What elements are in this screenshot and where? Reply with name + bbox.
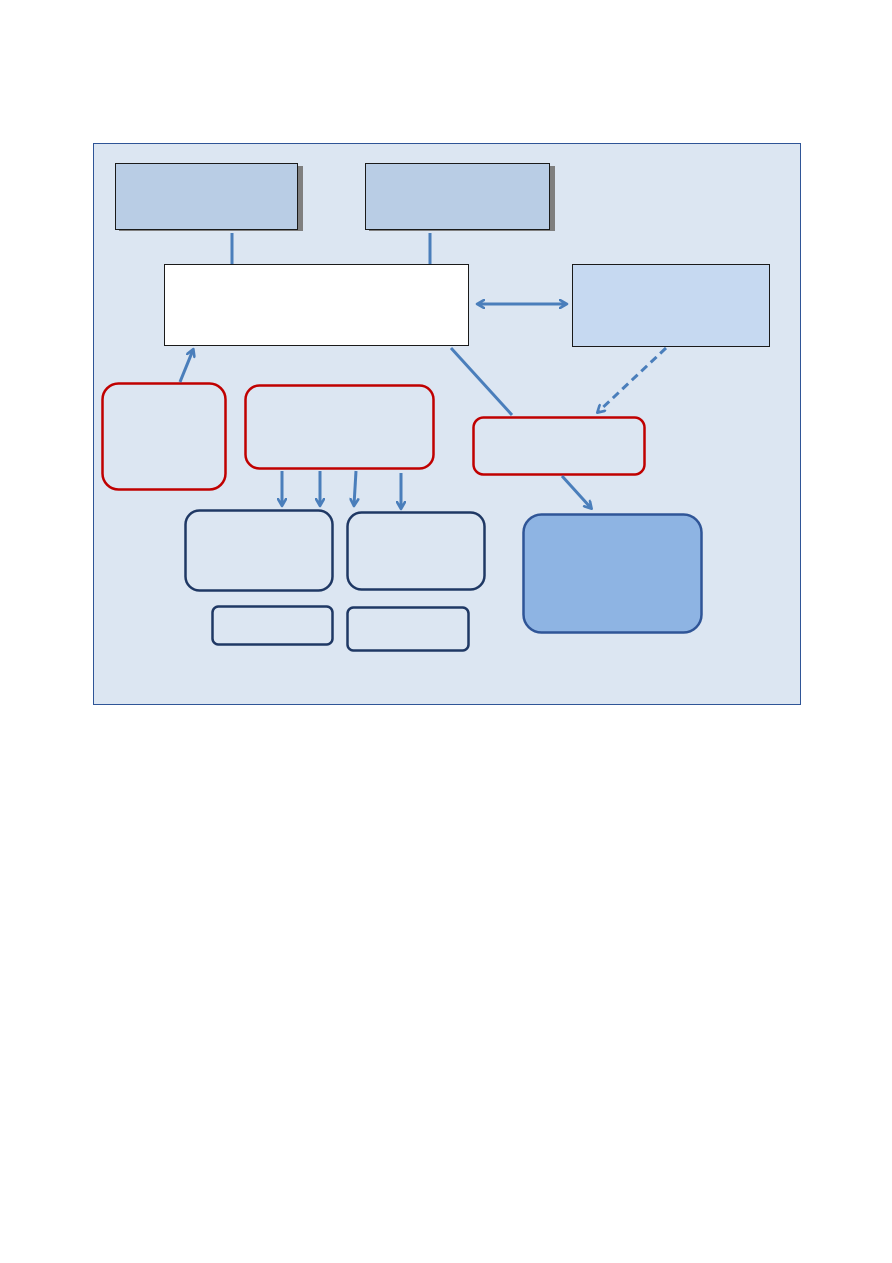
arrow-red-right-to-output — [560, 474, 591, 508]
header-box-left — [115, 163, 303, 231]
dashed-arrow-side-to-red-right — [598, 346, 668, 412]
red-box-right — [472, 416, 646, 476]
output-box — [522, 513, 703, 634]
side-box — [572, 264, 770, 347]
header-box-right — [365, 163, 555, 231]
arrow-down-3 — [354, 470, 356, 505]
navy-box-left — [184, 509, 334, 592]
navy-box-right — [346, 511, 486, 591]
red-box-left — [101, 382, 227, 491]
central-box — [164, 264, 469, 346]
small-box-right — [346, 606, 470, 652]
connector-central-to-red-right — [449, 346, 514, 417]
small-box-left — [211, 605, 334, 646]
red-box-middle — [244, 384, 435, 470]
arrow-red-left-to-central — [178, 350, 193, 383]
